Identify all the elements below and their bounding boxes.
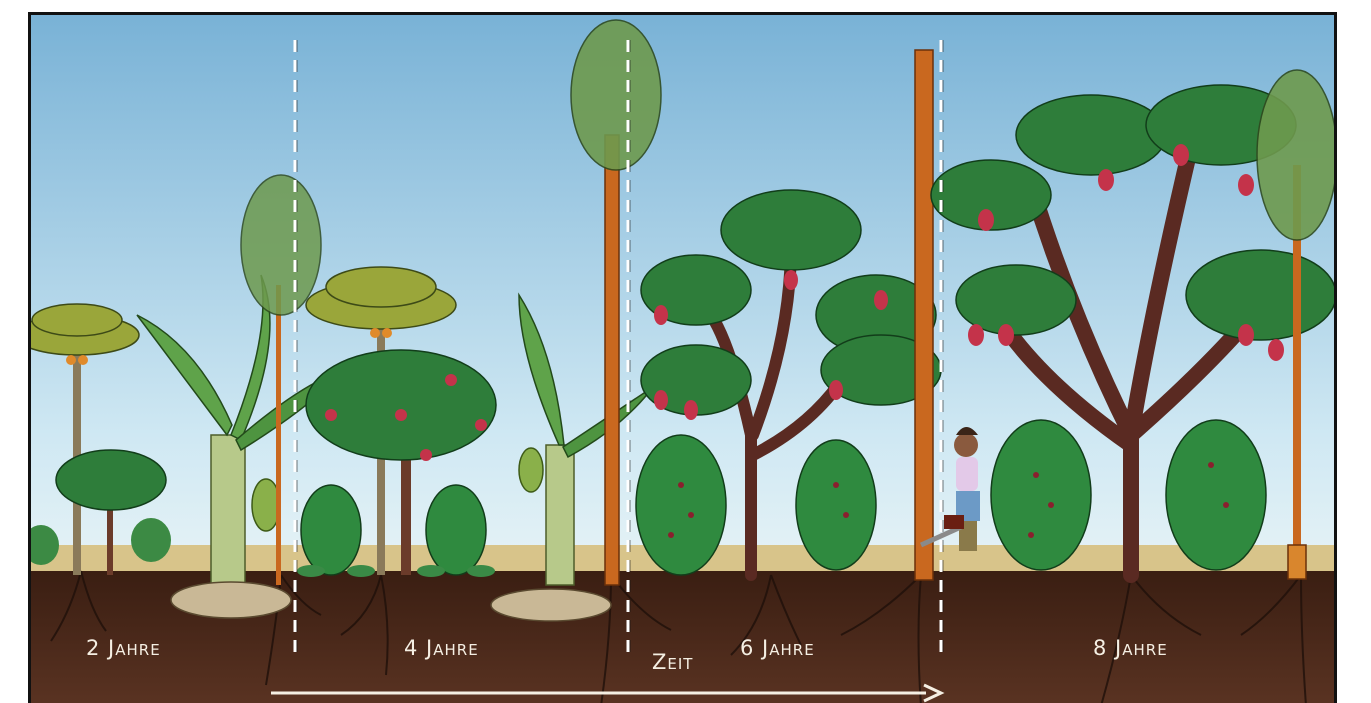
stage-label-8-years: 8 Jahre	[1093, 636, 1168, 660]
stage-label-4-years: 4 Jahre	[404, 636, 479, 660]
illustration-frame	[28, 12, 1337, 703]
time-axis-label: Zeit	[652, 650, 693, 674]
stage-label-6-years: 6 Jahre	[740, 636, 815, 660]
scene-artwork	[31, 15, 1337, 703]
stage-label-2-years: 2 Jahre	[86, 636, 161, 660]
